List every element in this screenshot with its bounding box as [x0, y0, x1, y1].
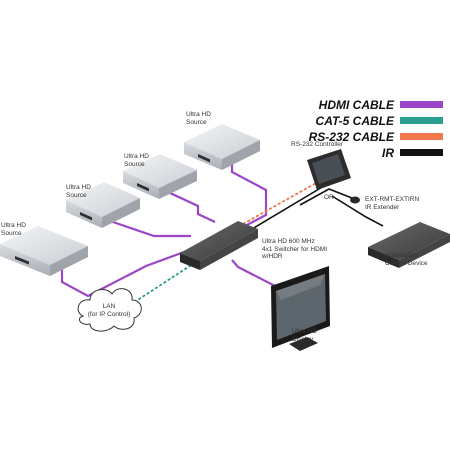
switcher-label: Ultra HD 600 MHz 4x1 Switcher for HDMI w… — [262, 238, 328, 260]
source3-label: Ultra HD Source — [124, 153, 149, 168]
source2-label: Ultra HD Source — [66, 184, 91, 199]
rs232-controller-device — [307, 149, 351, 190]
display-label: Ultra HD Display — [292, 328, 317, 343]
ir-extender-device — [350, 196, 360, 204]
lan-label: LAN (for IP Control) — [87, 303, 131, 318]
rs232-cable — [242, 181, 319, 225]
hdmi-cable-source4 — [230, 155, 268, 227]
hdmi-cable-display — [231, 259, 280, 289]
legend-hdmi-label: HDMI CABLE — [318, 98, 394, 112]
legend-ir-label: IR — [382, 146, 394, 160]
ir-cables — [251, 185, 384, 230]
lan-cloud — [77, 288, 142, 332]
cat5-cable — [129, 259, 200, 306]
hdmi-cable-source1 — [60, 250, 185, 298]
legend-rs232-swatch — [400, 133, 443, 140]
legend-cat5-label: CAT-5 CABLE — [315, 114, 394, 128]
source4-device — [184, 124, 260, 170]
source1-device — [0, 226, 88, 276]
display-device — [271, 266, 330, 351]
source1-label: Ultra HD Source — [1, 222, 26, 237]
ir-extender-label: EXT-RMT-EXTIRN IR Extender — [365, 196, 420, 211]
legend-cat5-swatch — [400, 117, 443, 124]
switcher-device — [180, 221, 258, 270]
legend-hdmi-swatch — [400, 101, 443, 108]
automation-label: Automation Control Device — [385, 252, 428, 267]
source4-label: Ultra HD Source — [186, 111, 211, 126]
source2-device — [66, 182, 140, 228]
or-label: OR — [324, 194, 334, 201]
automation-device — [368, 222, 450, 268]
legend-ir-swatch — [400, 149, 443, 156]
legend-rs232-label: RS-232 CABLE — [308, 130, 394, 144]
source3-device — [123, 154, 197, 199]
rs232-controller-label: RS-232 Controller — [291, 141, 344, 148]
